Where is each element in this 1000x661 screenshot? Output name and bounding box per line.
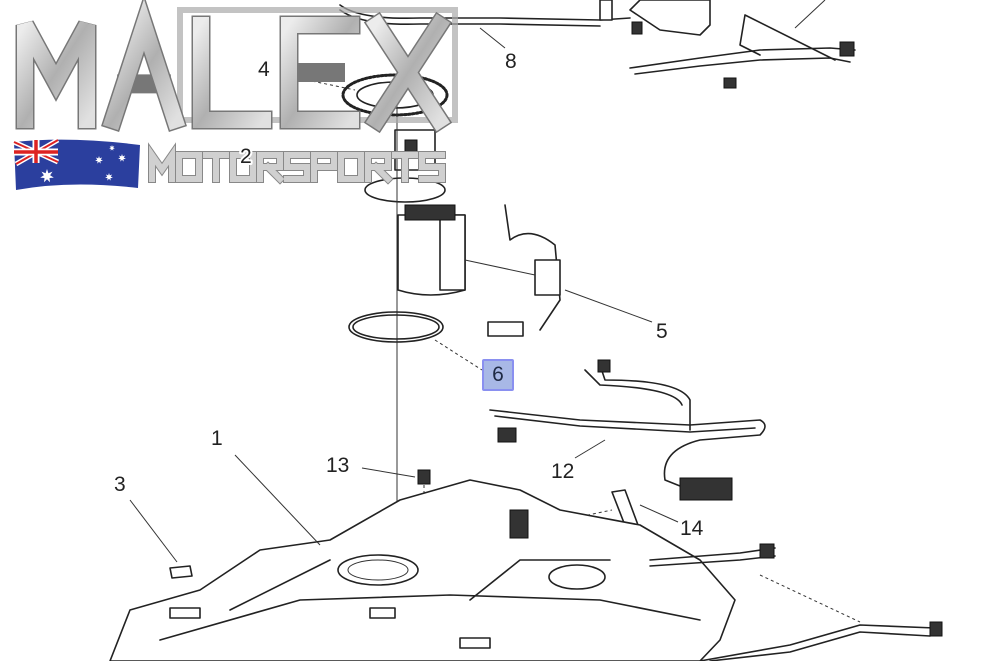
logo-letter-stroke	[365, 13, 451, 132]
callout-6-highlighted[interactable]: 6	[482, 359, 514, 391]
flag-star-icon	[95, 156, 103, 164]
flag-star-icon	[40, 169, 54, 183]
logo-letter-stroke	[263, 162, 285, 184]
callout-13: 13	[326, 454, 349, 477]
filler-lines	[649, 543, 943, 661]
logo-letter-stroke	[257, 152, 283, 182]
logo-letter-stroke	[371, 162, 393, 184]
flag-star-icon	[109, 145, 115, 151]
callout-8: 8	[505, 50, 517, 73]
callout-1: 1	[211, 427, 223, 450]
fuel-pump-module	[397, 204, 466, 296]
malex-motorsports-logo	[12, 0, 458, 190]
flag-star-icon	[118, 154, 126, 162]
callout-5: 5	[656, 320, 668, 343]
logo-brand-lettering	[15, 0, 453, 134]
logo-letter-stroke	[365, 152, 391, 182]
logo-subtitle-lettering	[148, 142, 446, 185]
logo-letter-stroke	[191, 15, 273, 130]
logo-letter-stroke	[149, 145, 175, 182]
australian-flag-icon	[12, 137, 140, 190]
logo-letter-stroke	[338, 152, 364, 182]
flag-star-icon	[105, 173, 113, 181]
part-12-harness	[489, 359, 766, 501]
logo-letter-stroke	[193, 17, 271, 128]
logo-letter-stroke	[230, 152, 256, 182]
part-13-nut	[361, 467, 431, 520]
part-1-fuel-tank	[109, 454, 736, 661]
part-3-pad	[129, 499, 193, 579]
logo-letter-stroke	[17, 21, 95, 128]
top-right-harness	[629, 0, 856, 89]
logo-letter-stroke	[176, 152, 202, 182]
callout-12: 12	[551, 460, 574, 483]
part-5-fuel-level-sender	[464, 204, 653, 337]
logo-letter-stroke	[419, 152, 445, 182]
part-6-seal	[348, 311, 483, 371]
callout-3: 3	[114, 473, 126, 496]
logo-letter-stroke	[311, 152, 337, 182]
logo-letter-stroke	[284, 152, 310, 182]
logo-letter-stroke	[102, 0, 186, 131]
callout-14: 14	[680, 517, 704, 540]
